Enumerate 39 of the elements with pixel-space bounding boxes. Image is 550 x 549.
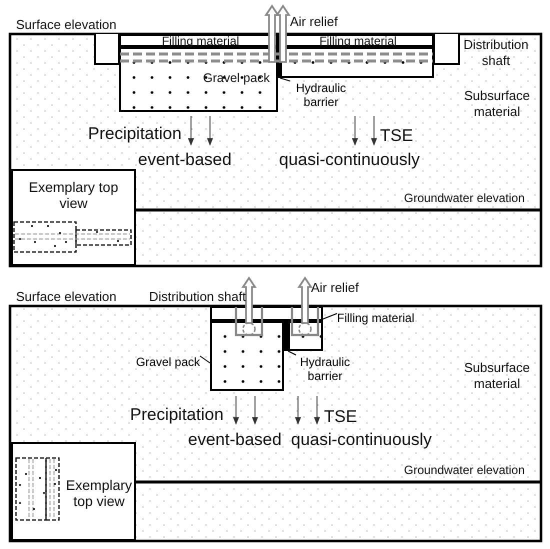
- callout-text: Hydraulic barrier: [296, 355, 354, 387]
- label-text: quasi-continuously: [279, 150, 421, 170]
- label-text: Precipitation: [88, 124, 183, 144]
- box-label: Gravel pack: [203, 71, 271, 86]
- box-label: Filling material: [160, 35, 240, 49]
- label-text: Precipitation: [130, 405, 225, 426]
- label-text: Distribution shaft: [149, 289, 247, 305]
- label-text: Surface elevation: [16, 289, 118, 305]
- air-relief-arrow: [275, 4, 291, 63]
- leader-line: [200, 356, 210, 364]
- gravel-pack: [119, 47, 278, 112]
- air-relief-arrow: [264, 4, 280, 63]
- label-text: event-based: [188, 430, 283, 450]
- callout-text: Gravel pack: [128, 355, 200, 371]
- inset-box: [11, 169, 136, 266]
- label-text: Air relief: [290, 14, 339, 30]
- box-label: Exemplary top view: [64, 477, 134, 510]
- gravel-pack: [210, 321, 284, 391]
- label-text: Air relief: [311, 280, 360, 296]
- box-label: Filling material: [318, 35, 398, 49]
- callout-text: Filling material: [337, 311, 421, 327]
- label-text: TSE: [324, 407, 358, 428]
- label-text: event-based: [138, 150, 233, 170]
- air-relief-arrow: [297, 276, 313, 324]
- leader-line: [288, 350, 296, 356]
- label-text: Distribution shaft: [462, 37, 530, 68]
- label-text: Subsurface material: [463, 360, 531, 392]
- air-relief-arrow: [241, 276, 257, 324]
- label-text: Groundwater elevation: [404, 463, 526, 478]
- box-label: Exemplary top view: [28, 179, 119, 212]
- label-text: Subsurface material: [463, 88, 531, 120]
- label-text: quasi-continuously: [291, 430, 433, 450]
- callout-text: Hydraulic barrier: [290, 81, 352, 111]
- inset-box: [11, 442, 136, 541]
- label-text: TSE: [380, 126, 414, 146]
- leader-line: [322, 313, 338, 320]
- label-text: Surface elevation: [16, 17, 118, 33]
- leader-line: [280, 78, 290, 82]
- label-text: Groundwater elevation: [404, 191, 526, 206]
